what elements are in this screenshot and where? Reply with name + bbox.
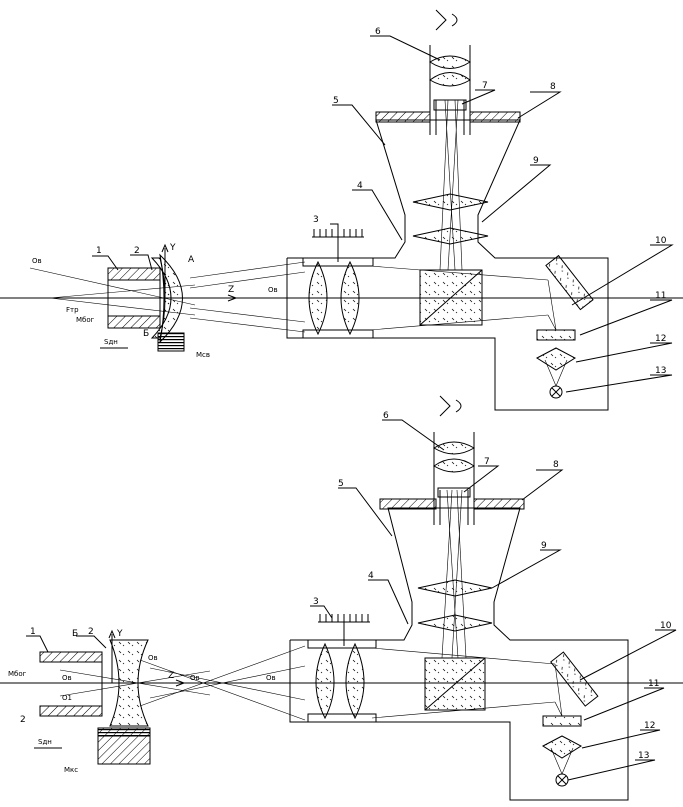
top-callout-6: 6	[375, 27, 381, 37]
top-callout-2: 2	[134, 246, 140, 256]
bottom-reticle-7	[437, 487, 471, 498]
bottom-callout-11: 11	[648, 679, 659, 689]
top-m-label-2: Mсв	[196, 351, 210, 359]
top-lens-inner	[150, 257, 172, 339]
top-support	[157, 332, 185, 352]
bottom-callout-1: 1	[30, 627, 36, 637]
bottom-filter-11	[542, 715, 582, 727]
bottom-eye-icon	[439, 395, 462, 417]
bottom-callout-9: 9	[541, 541, 547, 551]
top-ob-2: Oв	[268, 286, 278, 294]
bottom-plate-right	[473, 498, 525, 510]
bottom-o1: O1	[62, 694, 72, 702]
bottom-axis-y: Y	[116, 629, 123, 639]
bottom-ob-2: Oв	[62, 674, 72, 682]
bottom-callout-5: 5	[338, 479, 344, 489]
bottom-condenser-12	[542, 735, 582, 759]
bottom-relay-lens-1	[417, 579, 493, 597]
top-callout-9: 9	[533, 156, 539, 166]
bottom-mirror-10	[550, 651, 599, 707]
top-axis-z: Z	[228, 285, 234, 295]
bottom-eyepiece-lens-a	[433, 441, 475, 455]
top-callout-3: 3	[313, 215, 319, 225]
bottom-callout-8: 8	[553, 460, 559, 470]
bottom-ob-1: Oв	[148, 654, 158, 662]
top-reticle-7	[433, 99, 467, 111]
top-objective-lens-1	[308, 260, 328, 336]
bottom-relay-lens-2	[417, 614, 493, 632]
bottom-callout-10: 10	[660, 621, 672, 631]
bottom-point-b: Б	[72, 629, 78, 639]
top-callout-5: 5	[333, 96, 339, 106]
bottom-objective-lens-2	[345, 642, 365, 720]
top-ob-1: Oв	[32, 257, 42, 265]
top-mirror-10	[545, 254, 594, 311]
top-part-lower	[107, 315, 161, 329]
bottom-housing	[289, 507, 629, 801]
top-eye-icon	[435, 9, 458, 31]
top-lamp-13	[549, 385, 563, 399]
bottom-s-label: Sдн	[38, 738, 52, 746]
bottom-two-label: 2	[20, 715, 26, 725]
bottom-callout-2: 2	[88, 627, 94, 637]
top-plate-left	[375, 111, 431, 123]
bottom-plate-left	[379, 498, 437, 510]
bottom-m-label-2: Mкс	[64, 766, 78, 774]
bottom-callout-12: 12	[644, 721, 655, 731]
bottom-callout-6: 6	[383, 411, 389, 421]
top-callout-8: 8	[550, 82, 556, 92]
top-callout-11: 11	[655, 291, 666, 301]
bottom-ob-4: Oв	[266, 674, 276, 682]
top-point-a: A	[188, 255, 195, 265]
top-s-label: Sдн	[104, 338, 118, 346]
bottom-scheme: 6 7 8 5 9 4 3 10 11 12 13 1 2 Y Z Б Oв O…	[0, 395, 683, 801]
bottom-callout-13: 13	[638, 751, 649, 761]
top-condenser-12	[536, 347, 576, 371]
bottom-part-upper	[39, 651, 103, 663]
bottom-axis-z: Z	[168, 671, 174, 681]
top-objective-lens-2	[340, 260, 360, 336]
top-callout-13: 13	[655, 366, 666, 376]
top-eyepiece-lens-b	[429, 72, 471, 87]
top-relay-lens-1	[412, 193, 489, 211]
top-callout-4: 4	[357, 181, 363, 191]
top-filter-11	[536, 329, 576, 341]
top-f-label: Fтр	[66, 306, 79, 314]
top-axis-y: Y	[169, 243, 176, 253]
bottom-ob-3: Oв	[190, 674, 200, 682]
bottom-callout-3: 3	[313, 597, 319, 607]
top-housing	[286, 119, 609, 411]
bottom-m-label: Mбог	[8, 670, 27, 678]
bottom-part-lower	[39, 705, 103, 717]
top-point-b: Б	[143, 329, 149, 339]
bottom-eyepiece-lens-b	[433, 458, 475, 473]
top-scheme: 6 7 8 5 9 4 3 10 11 12 13 1 2 Y Z A Б Oв…	[0, 9, 683, 411]
top-relay-lens-2	[412, 227, 489, 245]
top-plate-right	[469, 111, 521, 123]
top-callout-10: 10	[655, 236, 667, 246]
bottom-scale-comb	[319, 614, 369, 622]
bottom-callout-7: 7	[484, 457, 490, 467]
bottom-callout-4: 4	[368, 571, 374, 581]
top-callout-12: 12	[655, 334, 666, 344]
top-callout-7: 7	[482, 81, 488, 91]
top-m-label: Mбог	[76, 316, 95, 324]
bottom-objective-lens-1	[315, 642, 335, 720]
top-callout-1: 1	[96, 246, 102, 256]
top-eyepiece-lens-a	[429, 55, 471, 69]
